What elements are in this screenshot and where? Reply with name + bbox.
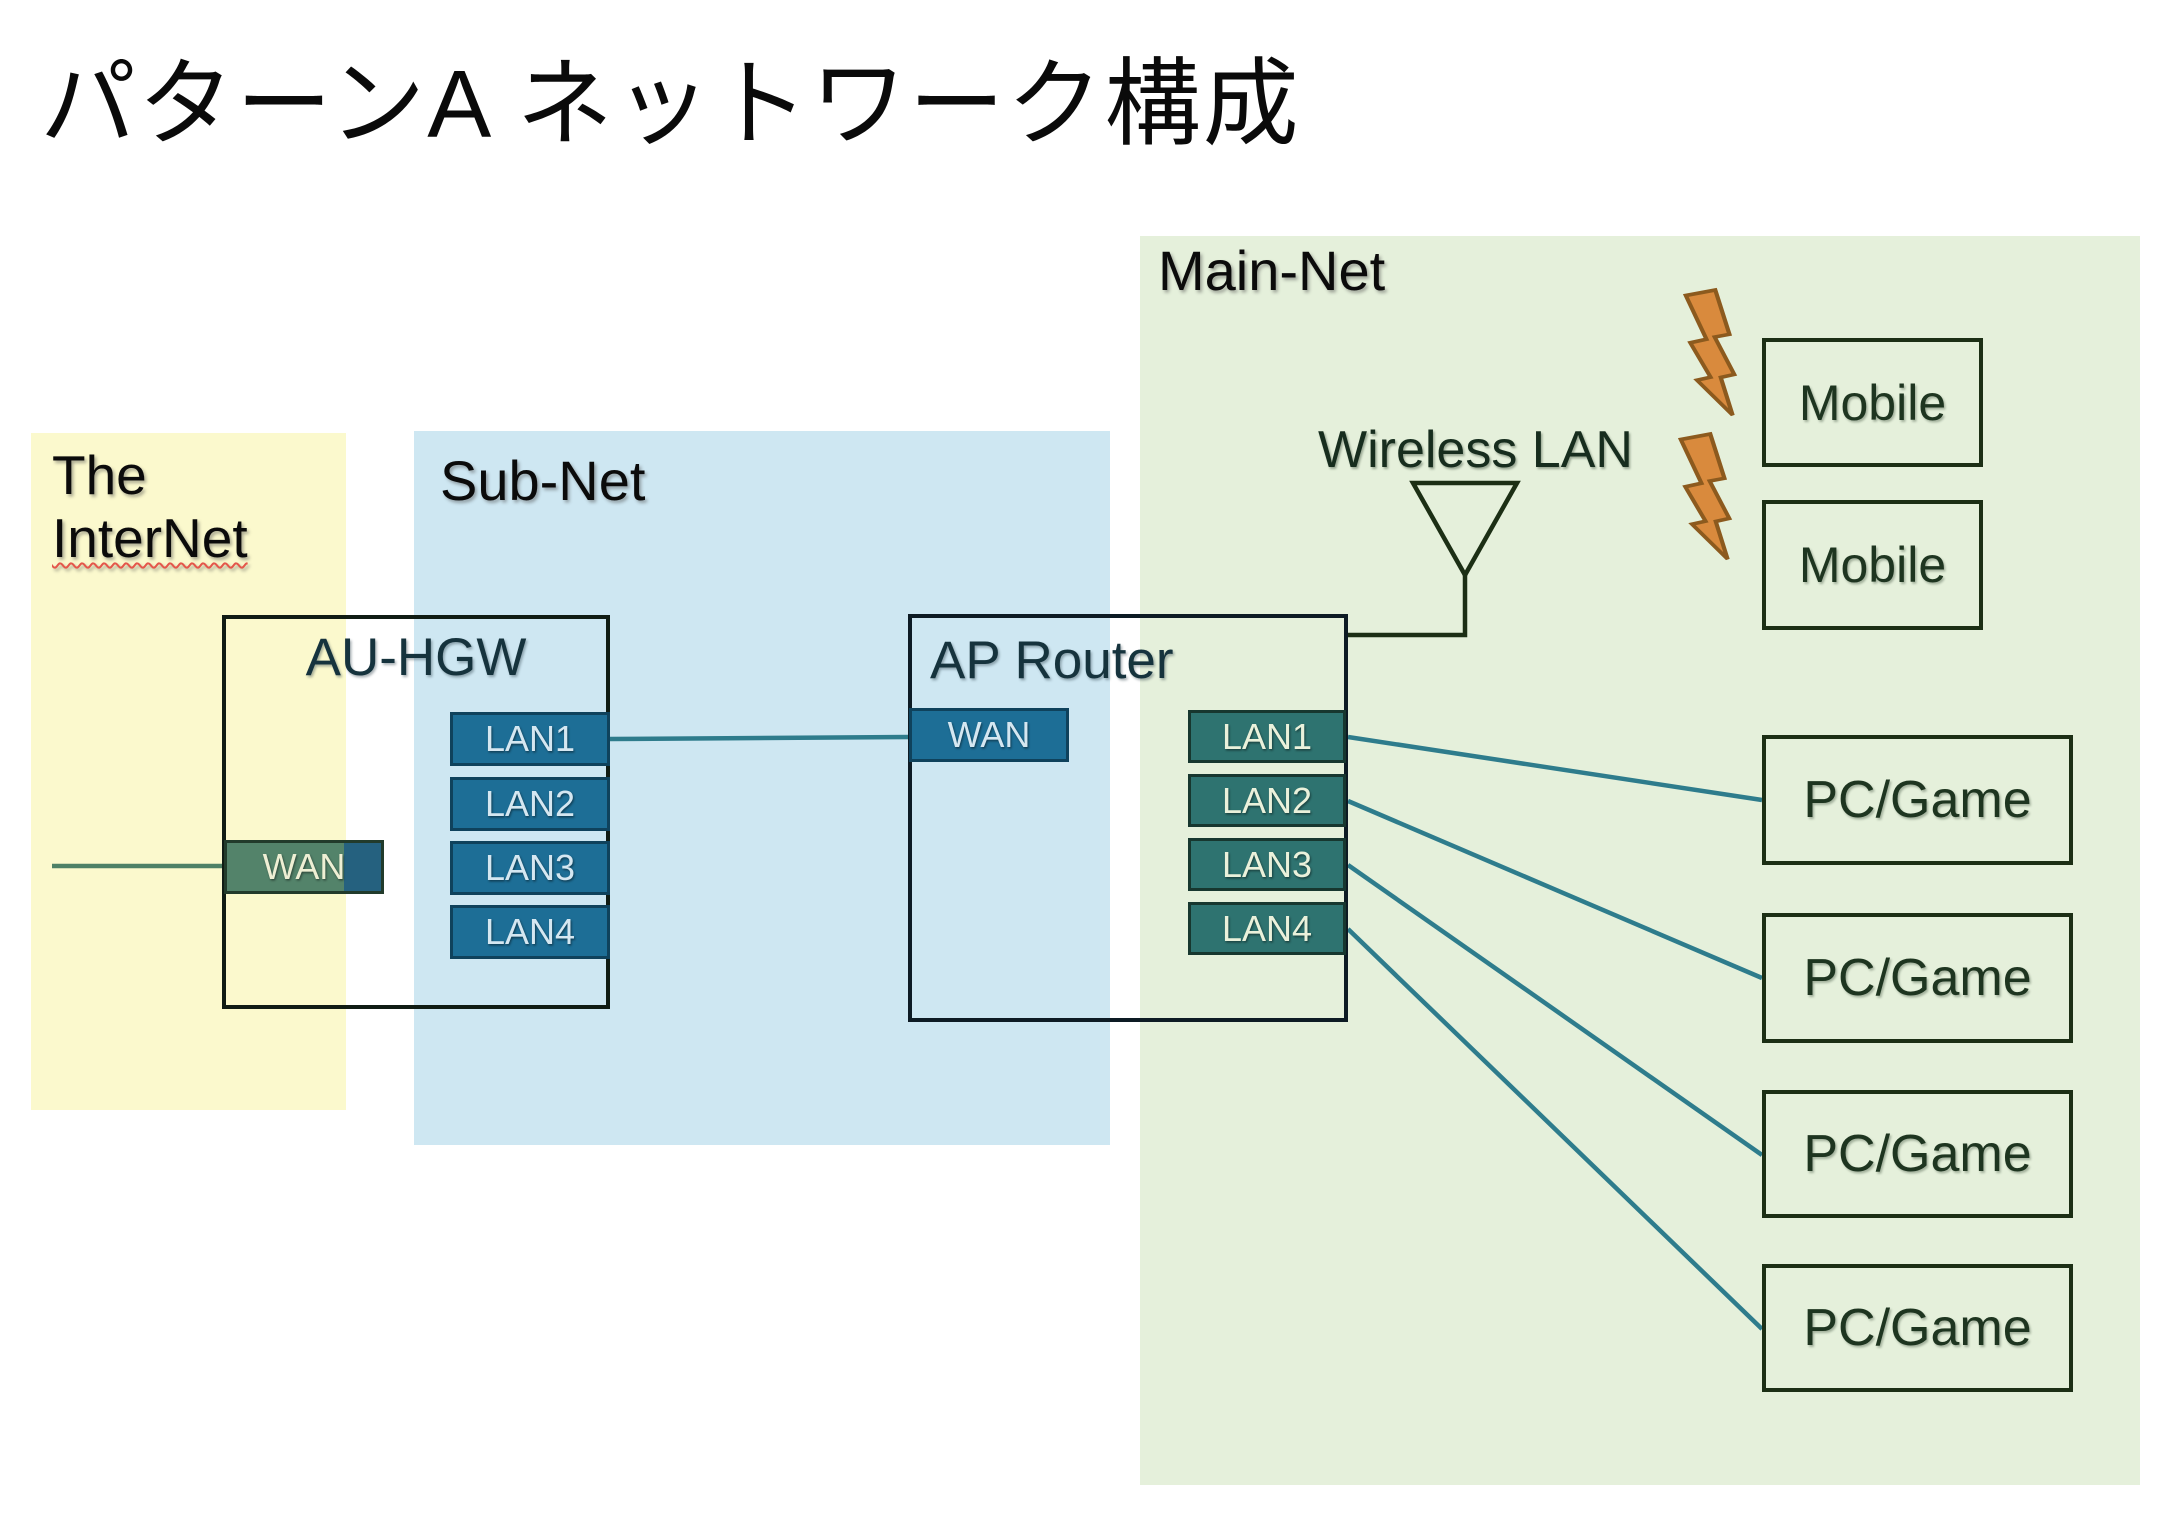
au-hgw-lan3-port: LAN3: [450, 841, 610, 895]
ap-router-lan2-port: LAN2: [1188, 774, 1346, 827]
au-hgw-lan1-port: LAN1: [450, 712, 610, 766]
internet-zone-region: [31, 433, 346, 1110]
au-hgw-label: AU-HGW: [305, 628, 527, 687]
ap-router-lan1-port: LAN1: [1188, 710, 1346, 763]
au-hgw-wan-port: WAN: [224, 840, 384, 894]
au-hgw-lan4-port: LAN4: [450, 905, 610, 959]
ap-router-wan-port: WAN: [909, 708, 1069, 762]
internet-zone-label-line1: The: [52, 444, 147, 506]
pc-game-device-box: PC/Game: [1762, 735, 2073, 865]
internet-zone-label-line2: InterNet: [52, 507, 248, 569]
page-title: パターンA ネットワーク構成: [40, 51, 1301, 158]
ap-router-lan3-port: LAN3: [1188, 838, 1346, 891]
subnet-zone-label: Sub-Net: [440, 449, 646, 512]
mobile-device-box: Mobile: [1762, 500, 1983, 630]
mobile-device-box: Mobile: [1762, 338, 1983, 467]
pc-game-device-box: PC/Game: [1762, 1090, 2073, 1218]
pc-game-device-box: PC/Game: [1762, 913, 2073, 1043]
au-hgw-lan2-port: LAN2: [450, 777, 610, 831]
wireless-lan-label: Wireless LAN: [1318, 421, 1633, 479]
ap-router-label: AP Router: [930, 631, 1174, 690]
ap-router-lan4-port: LAN4: [1188, 902, 1346, 955]
ap-router-box: AP Router: [908, 614, 1348, 1022]
pc-game-device-box: PC/Game: [1762, 1264, 2073, 1392]
internet-zone-label: The InterNet: [52, 444, 248, 570]
mainnet-zone-label: Main-Net: [1158, 239, 1386, 302]
